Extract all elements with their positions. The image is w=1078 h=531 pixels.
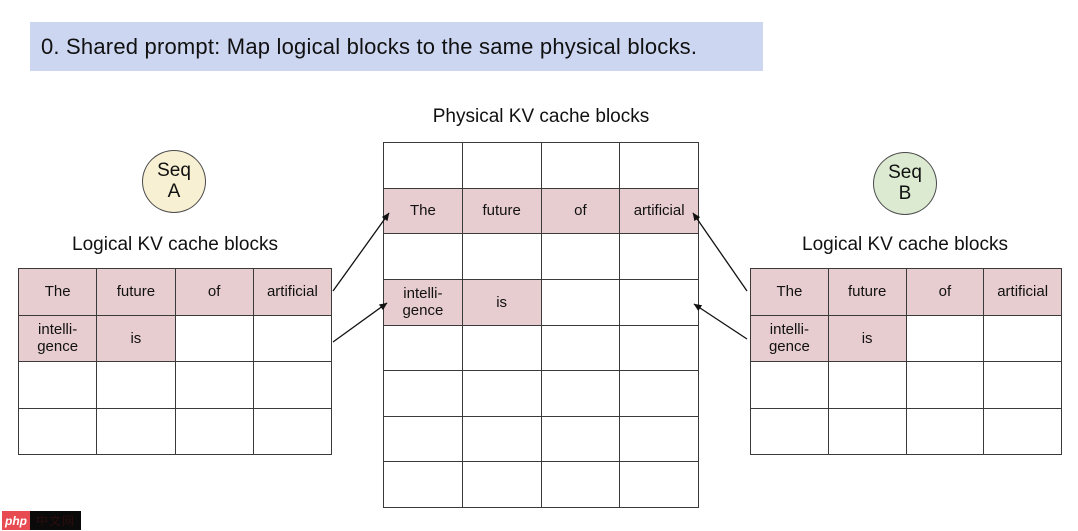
sequence-b-badge: Seq B	[873, 152, 937, 215]
kv-cache-cell-empty	[620, 371, 698, 416]
php-watermark-logo: php 中文网	[2, 511, 81, 530]
kv-cache-cell-empty	[175, 408, 253, 454]
kv-cache-cell-filled: future	[97, 269, 175, 315]
php-logo-red-box: php	[2, 511, 30, 530]
physical-table-title: Physical KV cache blocks	[432, 106, 650, 127]
kv-cache-cell-empty	[984, 362, 1061, 408]
kv-cache-cell-filled: intelli- gence	[19, 315, 97, 361]
mapping-arrow-seq-a-block0-to-physical	[332, 212, 390, 292]
kv-cache-cell-empty	[384, 416, 462, 462]
kv-cache-cell-empty	[620, 416, 698, 462]
kv-cache-cell-filled: artificial	[253, 269, 331, 315]
kv-cache-cell-empty	[462, 416, 541, 462]
kv-cache-cell-empty	[541, 143, 620, 188]
php-logo-suffix-text: 中文网	[35, 514, 75, 528]
kv-cache-cell-empty	[97, 408, 175, 454]
kv-cache-cell-empty	[620, 462, 698, 507]
kv-cache-cell-filled: future	[462, 188, 541, 234]
kv-cache-cell-filled: The	[751, 269, 828, 315]
kv-cache-cell-empty	[253, 408, 331, 454]
php-logo-text: php	[5, 513, 27, 528]
kv-cache-cell-empty	[906, 362, 984, 408]
kv-cache-cell-empty	[984, 315, 1061, 361]
sequence-a-badge: Seq A	[142, 150, 206, 213]
mapping-arrow-seq-b-block0-to-physical	[692, 212, 748, 292]
kv-cache-cell-filled: The	[384, 188, 462, 234]
kv-cache-cell-filled: artificial	[620, 188, 698, 234]
mapping-arrow-seq-b-block1-to-physical	[693, 303, 748, 340]
kv-cache-cell-empty	[462, 462, 541, 507]
kv-cache-cell-empty	[253, 362, 331, 408]
logical-table-right-title: Logical KV cache blocks	[802, 234, 1008, 255]
kv-cache-cell-empty	[541, 325, 620, 371]
kv-cache-cell-empty	[541, 416, 620, 462]
kv-cache-cell-empty	[906, 408, 984, 454]
kv-cache-cell-empty	[906, 315, 984, 361]
sequence-a-label-line2: A	[167, 180, 181, 202]
kv-cache-cell-empty	[384, 325, 462, 371]
kv-cache-cell-empty	[620, 325, 698, 371]
kv-cache-cell-empty	[828, 408, 906, 454]
sequence-a-label-line1: Seq	[157, 159, 191, 181]
kv-cache-cell-empty	[620, 143, 698, 188]
kv-cache-cell-empty	[828, 362, 906, 408]
kv-cache-cell-empty	[384, 462, 462, 507]
kv-cache-cell-filled: of	[906, 269, 984, 315]
mapping-arrow-seq-a-block1-to-physical	[332, 302, 388, 343]
kv-cache-cell-empty	[541, 234, 620, 279]
kv-cache-cell-empty	[19, 362, 97, 408]
kv-cache-cell-filled: is	[462, 279, 541, 325]
kv-cache-cell-empty	[253, 315, 331, 361]
sequence-b-label-line2: B	[898, 182, 912, 204]
kv-cache-cell-empty	[751, 408, 828, 454]
kv-cache-cell-empty	[97, 362, 175, 408]
kv-cache-cell-empty	[541, 462, 620, 507]
kv-cache-cell-empty	[462, 325, 541, 371]
kv-cache-cell-filled: is	[97, 315, 175, 361]
kv-cache-cell-filled: future	[828, 269, 906, 315]
kv-cache-cell-filled: is	[828, 315, 906, 361]
kv-cache-cell-empty	[462, 143, 541, 188]
kv-cache-cell-empty	[541, 279, 620, 325]
kv-cache-cell-empty	[462, 234, 541, 279]
kv-cache-cell-empty	[751, 362, 828, 408]
kv-cache-cell-empty	[620, 279, 698, 325]
kv-cache-cell-filled: The	[19, 269, 97, 315]
php-logo-black-box: 中文网	[30, 511, 81, 530]
step-title-text: 0. Shared prompt: Map logical blocks to …	[41, 33, 698, 59]
kv-cache-cell-empty	[175, 362, 253, 408]
logical-table-left-title: Logical KV cache blocks	[72, 234, 278, 255]
step-title-banner: 0. Shared prompt: Map logical blocks to …	[30, 22, 763, 71]
kv-cache-cell-empty	[541, 371, 620, 416]
kv-cache-cell-empty	[384, 371, 462, 416]
kv-cache-cell-empty	[462, 371, 541, 416]
kv-cache-cell-filled: of	[175, 269, 253, 315]
kv-cache-cell-empty	[19, 408, 97, 454]
kv-cache-cell-filled: artificial	[984, 269, 1061, 315]
kv-cache-cell-empty	[384, 143, 462, 188]
kv-cache-cell-filled: of	[541, 188, 620, 234]
kv-cache-cell-empty	[620, 234, 698, 279]
kv-cache-cell-filled: intelli- gence	[384, 279, 462, 325]
kv-cache-cell-filled: intelli- gence	[751, 315, 828, 361]
kv-cache-cell-empty	[384, 234, 462, 279]
kv-cache-cell-empty	[175, 315, 253, 361]
kv-cache-cell-empty	[984, 408, 1061, 454]
sequence-b-label-line1: Seq	[888, 161, 922, 183]
